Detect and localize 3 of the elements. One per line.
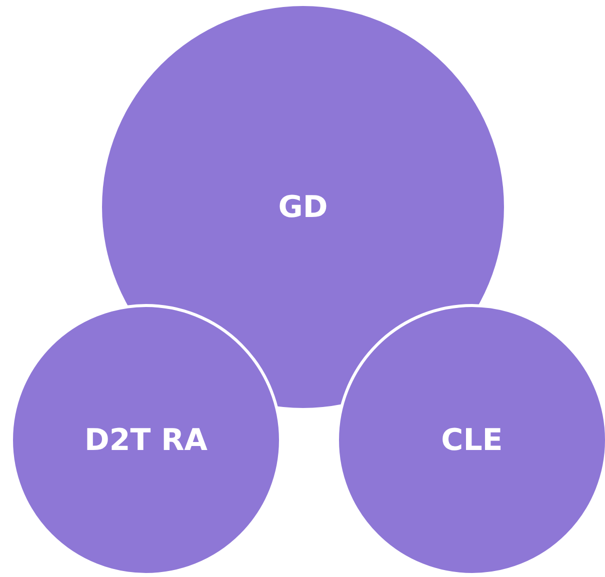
node-label: GD (278, 190, 328, 224)
node-label: D2T RA (84, 422, 208, 458)
node-label: CLE (441, 422, 503, 458)
